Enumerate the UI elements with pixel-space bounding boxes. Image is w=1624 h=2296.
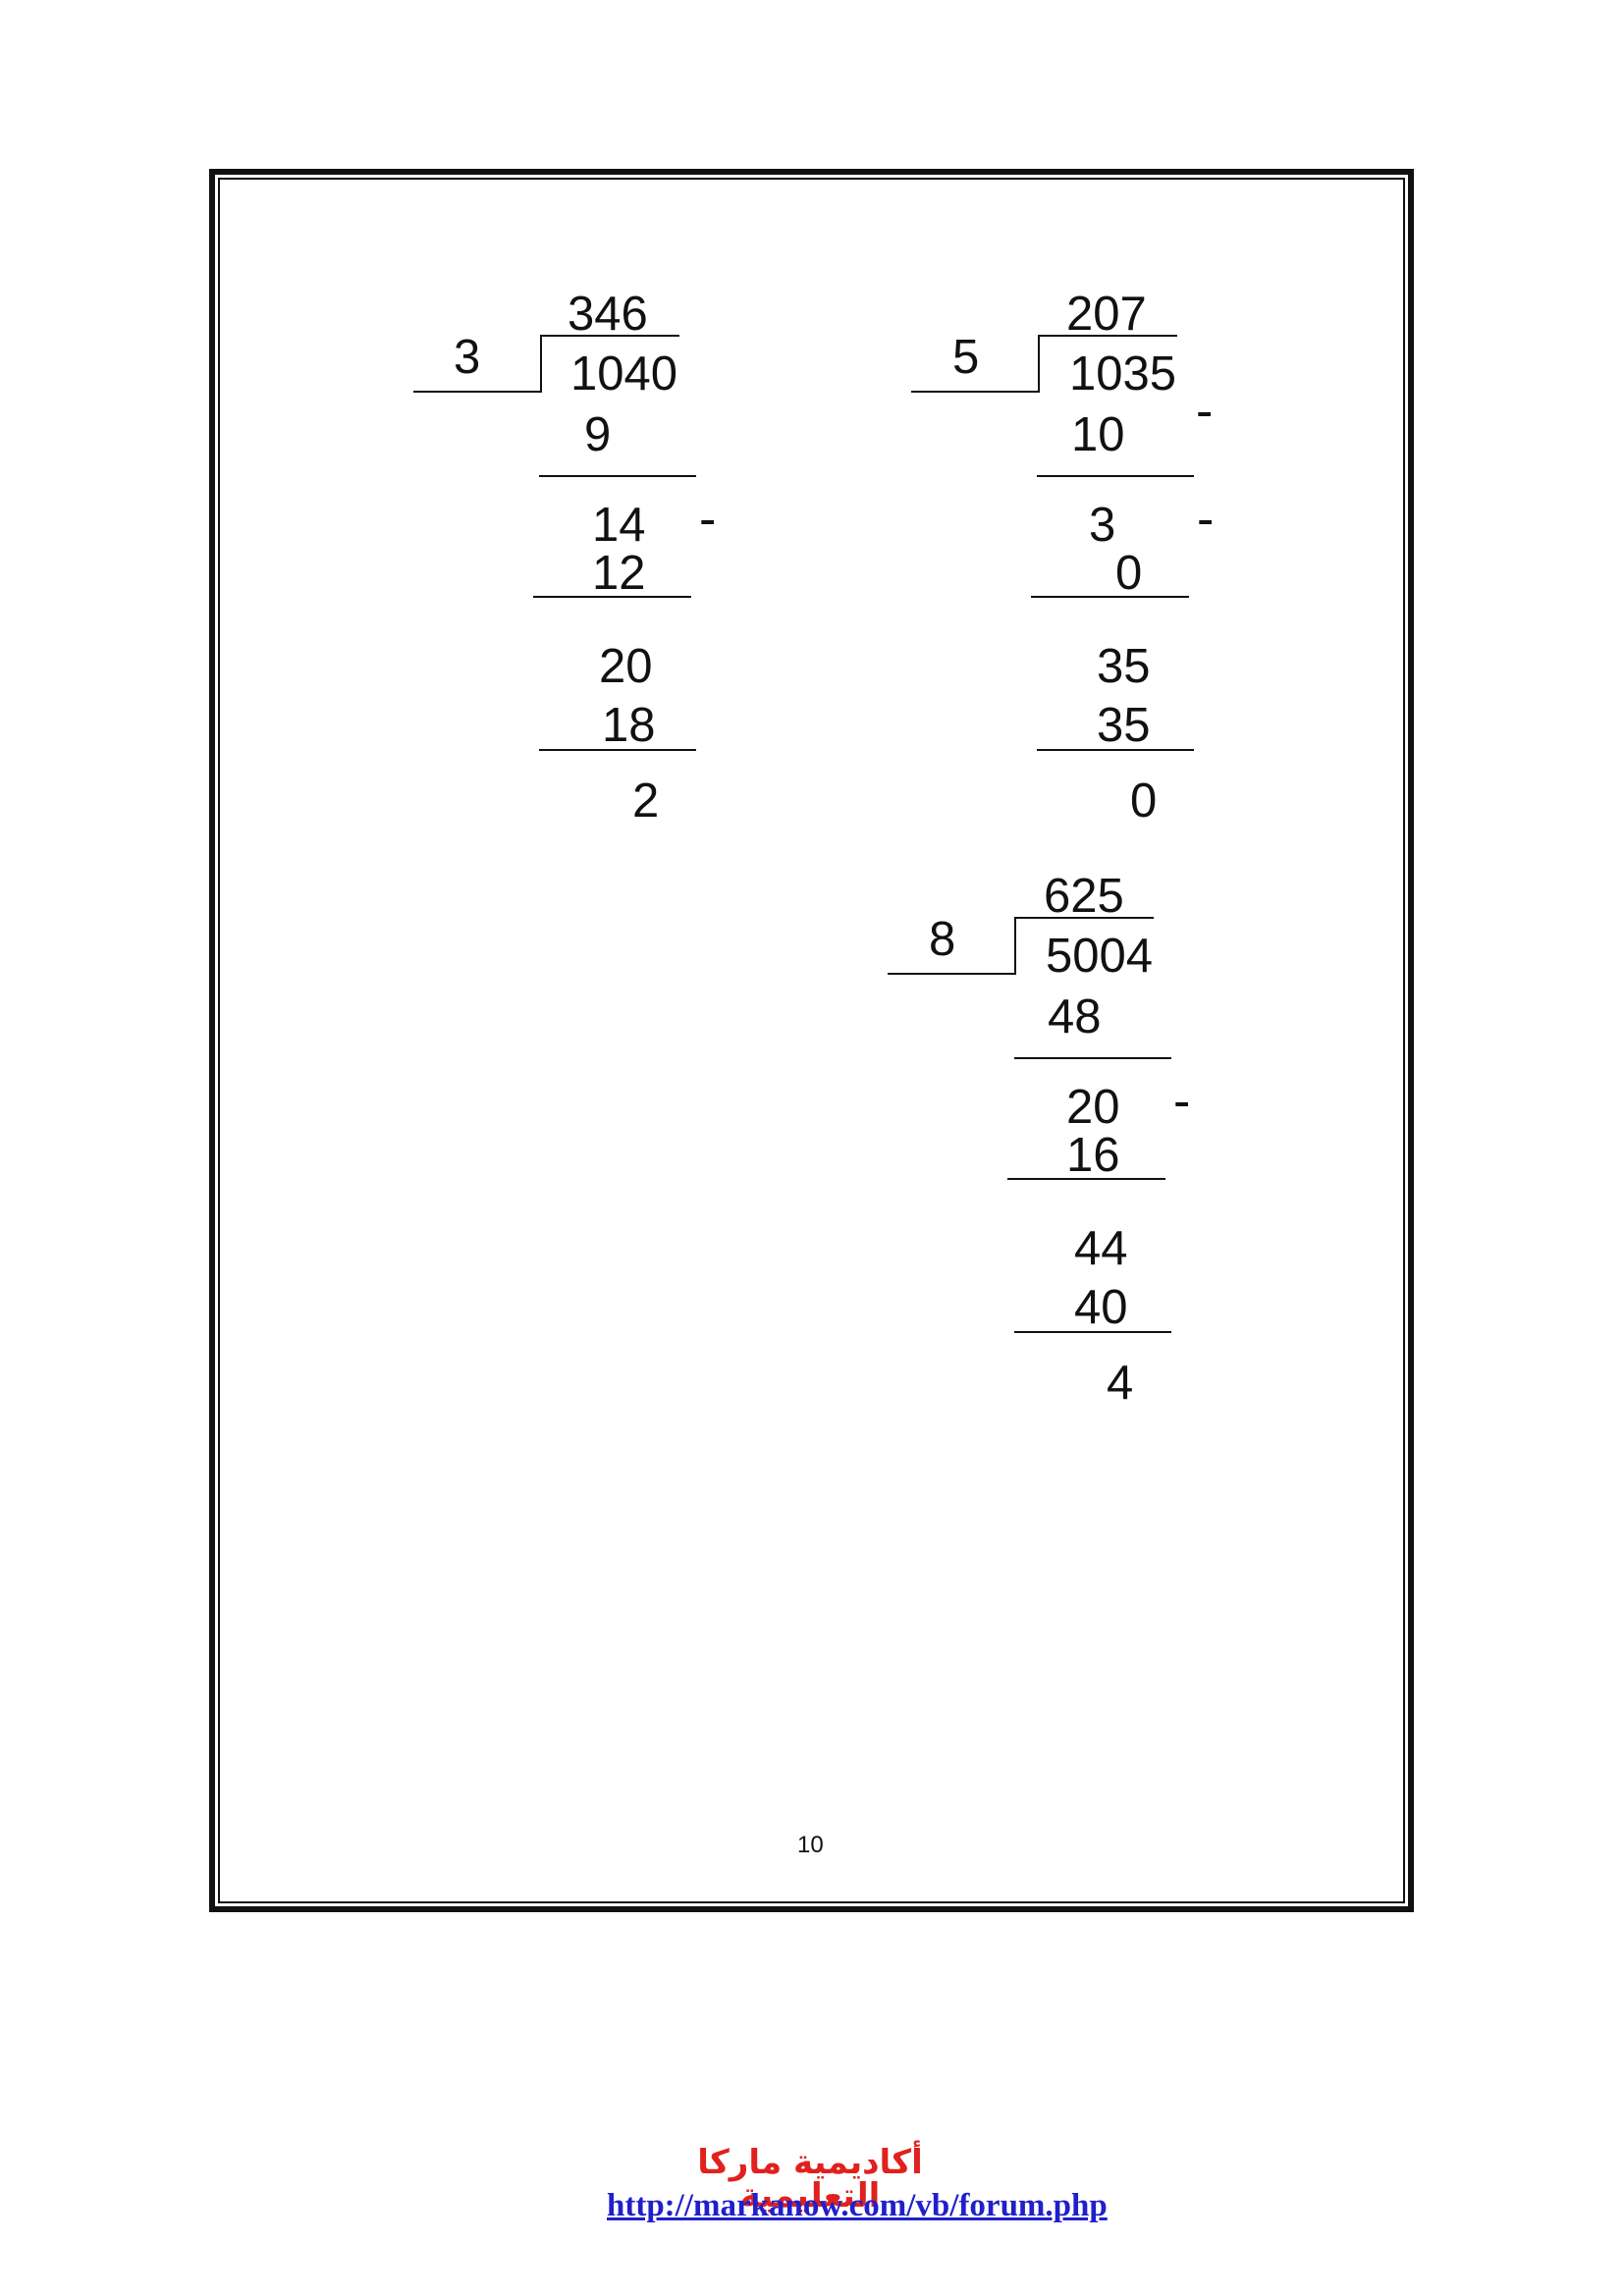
quotient: 625	[1044, 870, 1124, 923]
remainder: 2	[632, 774, 660, 828]
step-line	[1037, 475, 1194, 477]
quotient-line	[1038, 335, 1177, 337]
step-subtrahend: 18	[602, 699, 656, 752]
step-line	[539, 749, 696, 751]
dividend: 1040	[570, 347, 678, 400]
step-line	[1014, 1057, 1171, 1059]
page-border-outer	[209, 169, 1414, 1912]
step-line	[1007, 1178, 1165, 1180]
remainder: 4	[1107, 1357, 1134, 1410]
step-line	[1037, 749, 1194, 751]
step-subtrahend: 12	[592, 547, 646, 600]
step-subtrahend: 16	[1066, 1129, 1120, 1182]
division-bracket	[1038, 335, 1040, 393]
minus-sign: -	[699, 491, 717, 548]
divisor-line	[888, 973, 1016, 975]
divisor-line	[911, 391, 1040, 393]
minus-sign: -	[1197, 491, 1215, 548]
forum-link[interactable]: http://markanow.com/vb/forum.php	[607, 2188, 1108, 2223]
step-subtrahend: 10	[1071, 408, 1125, 461]
divisor: 8	[929, 913, 956, 966]
step-subtrahend: 40	[1074, 1281, 1128, 1334]
quotient-line	[1014, 917, 1154, 919]
quotient: 346	[568, 288, 648, 341]
step-partial: 14	[592, 499, 646, 552]
divisor: 5	[952, 331, 980, 384]
quotient-line	[540, 335, 679, 337]
step-subtrahend: 35	[1097, 699, 1151, 752]
step-partial: 20	[1066, 1081, 1120, 1134]
academy-name: أكاديمية ماركا التعليمية	[697, 2143, 923, 2216]
quotient: 207	[1066, 288, 1147, 341]
minus-sign: -	[1173, 1073, 1191, 1130]
step-subtrahend: 9	[584, 408, 612, 461]
division-bracket	[540, 335, 542, 393]
step-partial: 44	[1074, 1222, 1128, 1275]
step-partial: 35	[1097, 640, 1151, 693]
step-line	[539, 475, 696, 477]
minus-sign: -	[1196, 383, 1214, 440]
step-line	[1014, 1331, 1171, 1333]
division-bracket	[1014, 917, 1016, 975]
remainder: 0	[1130, 774, 1158, 828]
dividend: 1035	[1069, 347, 1177, 400]
step-partial: 3	[1089, 499, 1116, 552]
page-border-inner	[218, 178, 1405, 1903]
divisor: 3	[454, 331, 481, 384]
step-partial: 20	[599, 640, 653, 693]
step-line	[1031, 596, 1189, 598]
divisor-line	[413, 391, 542, 393]
step-line	[533, 596, 691, 598]
step-subtrahend: 48	[1048, 990, 1102, 1043]
step-subtrahend: 0	[1115, 547, 1143, 600]
dividend: 5004	[1046, 930, 1154, 983]
page-number: 10	[797, 1832, 824, 1858]
